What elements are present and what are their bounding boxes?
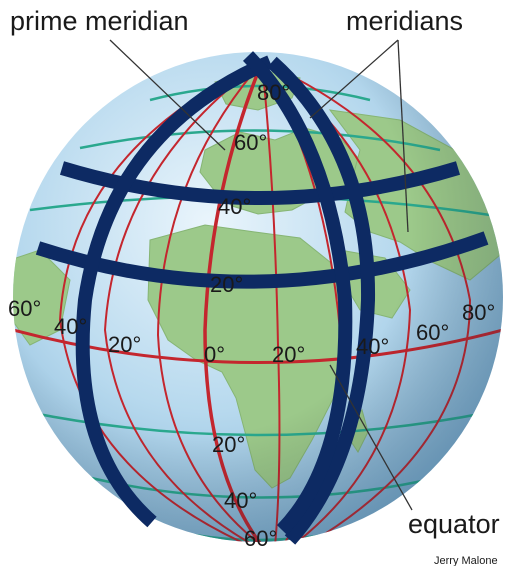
lat-north-60-label: 60° (234, 130, 267, 155)
prime-meridian-label: prime meridian (10, 6, 189, 36)
equator-label: equator (408, 509, 500, 539)
lon-west-40-label: 40° (54, 314, 87, 339)
leader-meridians-2 (397, 39, 409, 233)
lat-north-40-label: 40° (218, 194, 251, 219)
highlight-latitude-band-upper (59, 161, 461, 205)
leader-meridians-1 (309, 39, 399, 119)
leader-prime-meridian (109, 39, 226, 151)
lon-west-20-label: 20° (108, 332, 141, 357)
highlight-meridian-band-right-outer (242, 51, 353, 535)
lat-south-60-label: 60° (244, 526, 277, 551)
lon-west-60-label: 60° (8, 296, 41, 321)
lon-east-20-label: 20° (272, 342, 305, 367)
highlight-meridian-band-right-inner (267, 56, 376, 545)
lat-north-20-label: 20° (210, 272, 243, 297)
leader-equator (329, 364, 413, 511)
lon-east-40-label: 40° (356, 334, 389, 359)
lon-east-80-label: 80° (462, 300, 495, 325)
leader-lines (109, 39, 413, 511)
lon-east-60-label: 60° (416, 320, 449, 345)
meridians-label: meridians (346, 6, 463, 36)
highlight-meridian-band-left (75, 55, 273, 528)
credit-label: Jerry Malone (434, 555, 498, 566)
lon-0-label: 0° (204, 342, 225, 367)
lat-south-20-label: 20° (212, 432, 245, 457)
highlight-bands (35, 51, 489, 545)
lat-south-40-label: 40° (224, 488, 257, 513)
lat-north-80-label: 80° (257, 80, 290, 105)
